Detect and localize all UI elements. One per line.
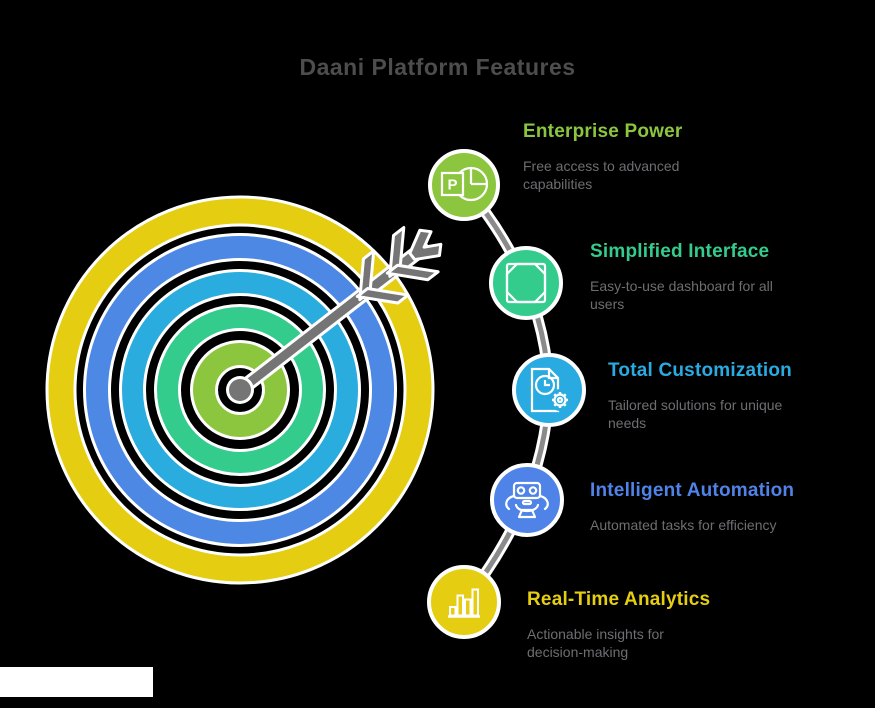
square-octagon-icon [505, 262, 547, 304]
feature-node-simplified-interface [489, 246, 563, 320]
page-title: Daani Platform Features [299, 54, 576, 80]
dart-arrow-icon [235, 226, 443, 396]
feature-heading: Real-Time Analytics [527, 589, 711, 610]
feature-heading: Intelligent Automation [590, 480, 795, 501]
feature-heading: Total Customization [608, 360, 792, 381]
bar-chart-icon [448, 588, 480, 618]
feature-description: Free access to advanced capabilities [523, 158, 680, 193]
feature-item: Real-Time Analytics Actionable insights … [527, 589, 710, 662]
feature-node-total-customization [512, 353, 586, 427]
feature-item: Intelligent Automation Automated tasks f… [590, 480, 840, 534]
feature-description: Actionable insights for decision-making [527, 626, 664, 661]
feature-description: Easy-to-use dashboard for all users [590, 278, 773, 313]
feature-item: Simplified Interface Easy-to-use dashboa… [590, 241, 805, 314]
robot-icon [505, 481, 549, 519]
svg-text:P: P [447, 177, 457, 194]
feature-item: Total Customization Tailored solutions f… [608, 360, 818, 433]
document-gear-icon [530, 367, 571, 413]
pie-chart-presentation-icon: P [440, 166, 489, 202]
feature-heading: Simplified Interface [590, 241, 770, 262]
feature-node-real-time-analytics [427, 565, 501, 639]
feature-heading: Enterprise Power [523, 121, 683, 142]
feature-node-enterprise-power: P [428, 149, 500, 221]
feature-node-intelligent-automation [490, 463, 564, 537]
feature-description: Automated tasks for efficiency [590, 517, 777, 533]
feature-item: Enterprise Power Free access to advanced… [523, 121, 708, 194]
watermark-cover-box [0, 667, 153, 697]
feature-description: Tailored solutions for unique needs [608, 397, 783, 432]
